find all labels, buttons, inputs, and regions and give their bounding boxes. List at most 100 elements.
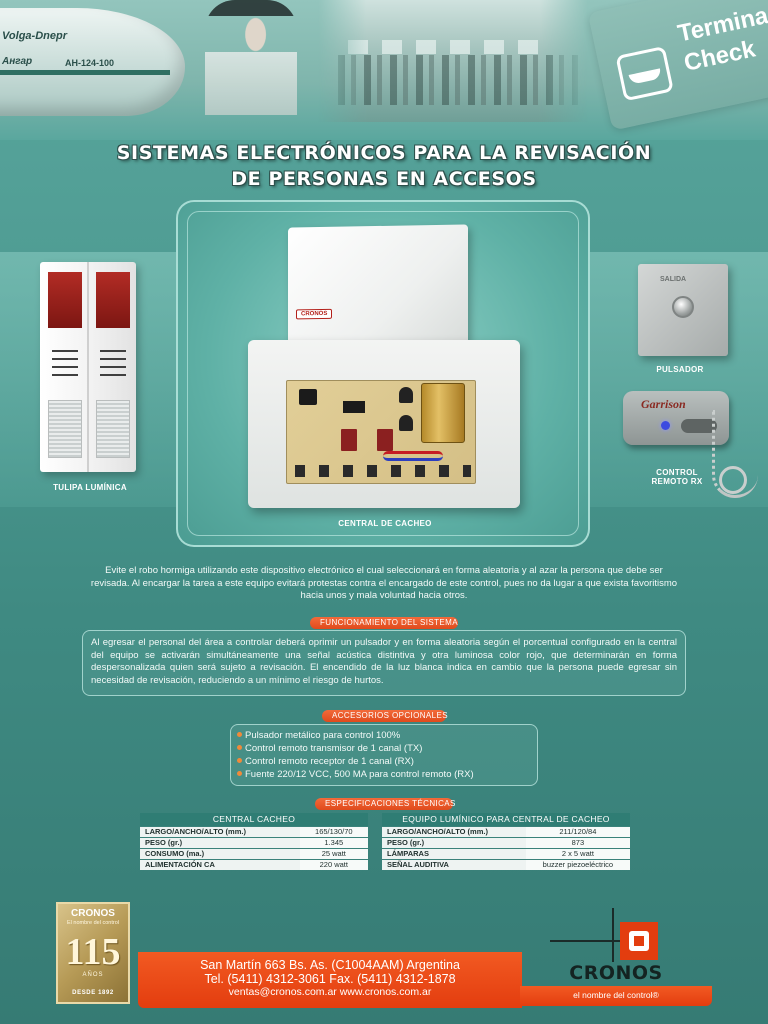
table-row: LARGO/ANCHO/ALTO (mm.)211/120/84 [382,827,630,837]
pcb-capacitor [399,387,413,403]
pulsador-brand: SALIDA [660,276,687,283]
spec-value: 165/130/70 [299,827,368,837]
accesorio-text: Control remoto transmisor de 1 canal (TX… [245,743,423,754]
contact-web: ventas@cronos.com.ar www.cronos.com.ar [228,986,432,998]
spec-key: PESO (gr.) [140,838,300,848]
pcb-relay [377,429,393,451]
central-product-frame-inner [187,211,579,536]
list-item: Control remoto transmisor de 1 canal (TX… [237,742,531,755]
accesorio-text: Control remoto receptor de 1 canal (RX) [245,756,414,767]
header-photo-strip: Volga-Dnepr Aнгар AH-124-100 Termina Che… [0,0,768,140]
contact-address: San Martín 663 Bs. As. (C1004AAM) Argent… [200,958,460,972]
pcb-chip [343,401,365,413]
led-icon [661,421,670,430]
spec-value: 2 x 5 watt [525,849,630,859]
remote-label-line-2: REMOTO RX [651,477,703,486]
pcb-relay [341,429,357,451]
bullet-icon [237,745,242,750]
keyring-icon [712,410,758,498]
airplane-photo: Volga-Dnepr Aнгар AH-124-100 [0,8,185,116]
spec-value: buzzer piezoeléctrico [525,860,630,870]
spec-key: SEÑAL AUDITIVA [382,860,526,870]
terminal-sign: Termina Check [587,0,768,131]
spec-key: LARGO/ANCHO/ALTO (mm.) [382,827,526,837]
funcionamiento-text: Al egresar el personal del área a contro… [91,637,677,686]
tulipa-label: TULIPA LUMÍNICA [53,483,127,492]
list-item: Control remoto receptor de 1 canal (RX) [237,755,531,768]
intro-paragraph: Evite el robo hormiga utilizando este di… [90,565,678,601]
accesorio-text: Fuente 220/12 VCC, 500 MA para control r… [245,769,474,780]
remote-label: CONTROL REMOTO RX [626,468,728,486]
push-button-icon [672,296,694,318]
pcb-switch [299,389,317,405]
airplane-text-2: Aнгар [2,56,33,67]
badge-brand: CRONOS [71,908,115,919]
table-row: PESO (gr.)1.345 [140,838,368,848]
badge-years-label: AÑOS [82,972,104,978]
logo-slogan: el nombre del control® [573,990,659,1000]
list-item: Pulsador metálico para control 100% [237,729,531,742]
spec-value: 25 watt [299,849,368,859]
pulsador-label: PULSADOR [656,365,704,374]
keyring-ring [719,466,747,494]
page-title: SISTEMAS ELECTRÓNICOS PARA LA REVISACIÓN… [0,140,768,192]
control-remoto-photo: Garrison [623,391,729,445]
terminal-photo [318,0,588,122]
remote-brand: Garrison [641,397,686,411]
equipo-spec-header: EQUIPO LUMÍNICO PARA CENTRAL DE CACHEO [382,813,630,826]
remote-label-line-1: CONTROL [656,468,698,477]
funcionamiento-heading: FUNCIONAMIENTO DEL SISTEMA [310,617,458,629]
spec-value: 220 watt [299,860,368,870]
central-box-logo: CRONOS [296,308,333,320]
terminal-crowd [338,55,578,105]
badge-since: DESDE 1892 [72,990,114,996]
ship-icon [615,45,674,102]
badge-tagline: El nombre del control [67,920,119,926]
central-label: CENTRAL DE CACHEO [338,519,432,528]
equipo-spec-table: EQUIPO LUMÍNICO PARA CENTRAL DE CACHEO L… [382,813,630,871]
page-title-line-2: DE PERSONAS EN ACCESOS [231,168,537,190]
spec-key: LÁMPARAS [382,849,526,859]
accesorios-heading: ACCESORIOS OPCIONALES [322,710,448,722]
white-light [48,400,82,458]
pcb-transformer [421,383,465,443]
badge-years: 115 [65,931,121,973]
page-title-line-1: SISTEMAS ELECTRÓNICOS PARA LA REVISACIÓN [116,142,652,164]
spec-value: 211/120/84 [525,827,630,837]
spec-key: ALIMENTACIÓN CA [140,860,300,870]
tulipa-edge [87,262,89,472]
table-row: CONSUMO (ma.)25 watt [140,849,368,859]
bullet-icon [237,771,242,776]
list-item: Fuente 220/12 VCC, 500 MA para control r… [237,768,531,781]
spec-key: LARGO/ANCHO/ALTO (mm.) [140,827,300,837]
accesorio-text: Pulsador metálico para control 100% [245,730,401,741]
spec-value: 873 [525,838,630,848]
airplane-text-1: Volga-Dnepr [2,30,67,42]
table-row: PESO (gr.)873 [382,838,630,848]
tulipa-luminica-photo [40,262,136,472]
anniversary-badge: CRONOS El nombre del control 115 AÑOS DE… [56,902,130,1004]
bullet-icon [237,758,242,763]
cronos-logo: CRONOS el nombre del control® [520,900,712,1008]
pulsador-photo: SALIDA [638,264,728,356]
slogan-bar [520,986,712,1006]
spec-key: CONSUMO (ma.) [140,849,300,859]
logo-line [550,940,620,942]
especificaciones-heading: ESPECIFICACIONES TÉCNICAS [315,798,455,810]
pcb-wires [383,451,443,461]
accesorios-panel: Pulsador metálico para control 100% Cont… [230,724,538,786]
central-spec-table: CENTRAL CACHEO LARGO/ANCHO/ALTO (mm.)165… [140,813,368,871]
bullet-icon [237,732,242,737]
pcb-terminals [295,465,471,477]
accesorios-list: Pulsador metálico para control 100% Cont… [237,729,531,781]
officer-photo [205,0,297,115]
contact-phones: Tel. (5411) 4312-3061 Fax. (5411) 4312-1… [204,972,456,986]
spec-value: 1.345 [299,838,368,848]
cronos-o-icon [629,931,649,951]
funcionamiento-panel: Al egresar el personal del área a contro… [82,630,686,696]
logo-line [612,908,614,962]
central-box-base [248,340,520,508]
remote-grip [681,419,717,433]
